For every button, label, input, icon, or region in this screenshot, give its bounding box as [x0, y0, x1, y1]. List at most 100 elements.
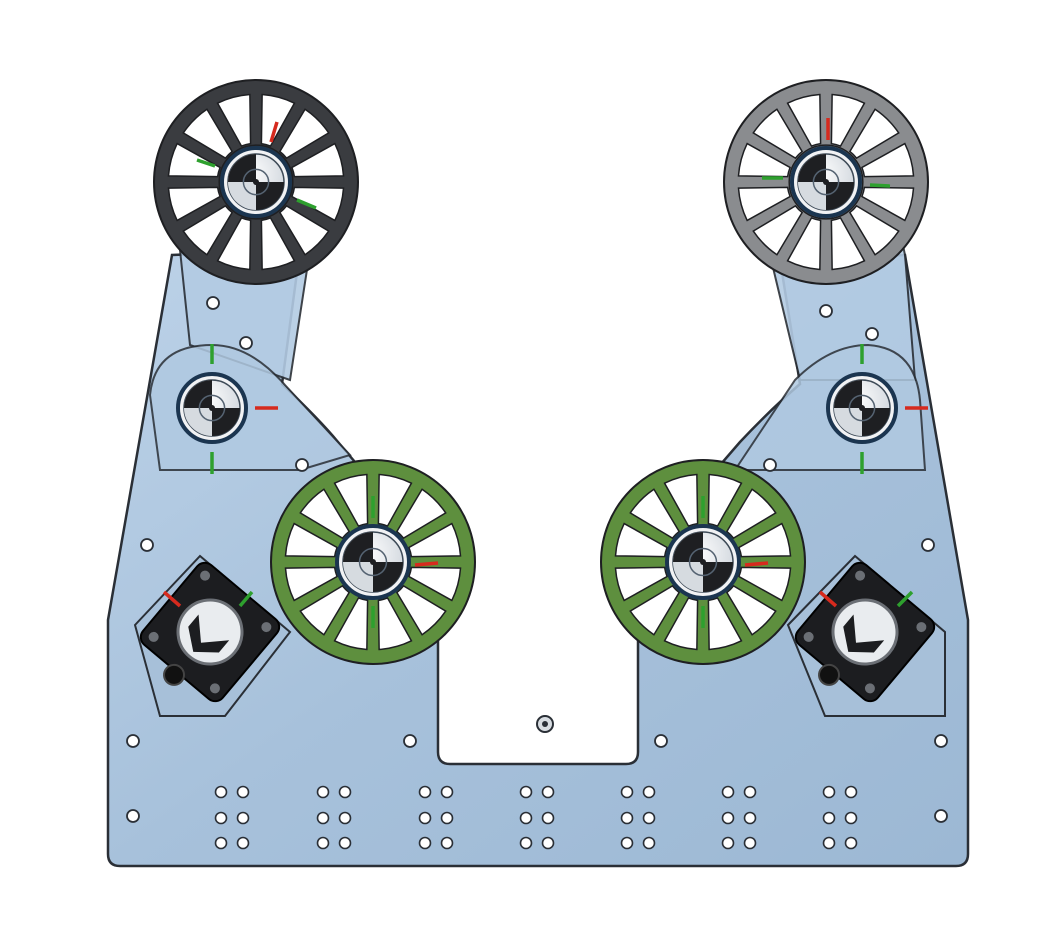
mounting-hole-icon — [844, 811, 858, 825]
mounting-hole-icon — [418, 785, 432, 799]
mounting-hole-icon — [743, 785, 757, 799]
mounting-hole-icon — [934, 734, 948, 748]
hub-quadrant — [212, 408, 240, 436]
reel-window — [377, 596, 413, 651]
reel-window — [333, 596, 369, 651]
hubs — [176, 118, 928, 628]
reel-window — [395, 584, 447, 636]
reel-window — [260, 216, 296, 271]
motor-icon — [794, 561, 936, 703]
mounting-hole-icon — [519, 811, 533, 825]
reel-window — [614, 566, 669, 602]
reel-window — [737, 566, 792, 602]
hub-bore — [812, 168, 840, 196]
mounting-hole-icon — [206, 296, 220, 310]
hub-icon — [335, 524, 411, 600]
hub-icon — [665, 524, 741, 600]
reel-window — [830, 216, 866, 271]
reel-window — [216, 93, 252, 148]
mounting-hole-icon — [403, 734, 417, 748]
motor-connector — [163, 663, 186, 686]
mounting-hole-icon — [338, 836, 352, 850]
axis-marker-icon — [196, 158, 216, 168]
mounting-hole-icon — [236, 836, 250, 850]
reel-window — [333, 473, 369, 528]
motor-screw — [864, 683, 875, 694]
mounting-hole-icon — [620, 836, 634, 850]
reel-window — [830, 93, 866, 148]
mounting-hole-icon — [316, 836, 330, 850]
mounting-hole-icon — [418, 811, 432, 825]
reel-window — [737, 522, 792, 558]
reel-window — [182, 204, 234, 256]
axis-marker-icon — [414, 561, 439, 567]
mounting-hole-icon — [214, 836, 228, 850]
mounting-hole-icon — [440, 836, 454, 850]
hub-center — [700, 559, 706, 565]
reel-window — [629, 488, 681, 540]
hub-quadrant — [343, 532, 373, 562]
hub-bore — [198, 394, 226, 422]
mounting-hole-icon — [541, 811, 555, 825]
mounting-hole-icon — [338, 785, 352, 799]
motor-shaft-icon — [188, 614, 230, 653]
reel-window — [167, 186, 222, 222]
mounting-hole-icon — [844, 785, 858, 799]
reel-window — [848, 204, 900, 256]
hub-icon — [176, 372, 248, 444]
hub-center — [209, 405, 215, 411]
axis-marker-icon — [869, 183, 891, 188]
reel-window — [860, 142, 915, 178]
mounting-hole-icon — [763, 458, 777, 472]
mounting-hole-icon — [542, 721, 548, 727]
hub-quadrant — [703, 562, 733, 592]
mounting-hole-icon — [721, 785, 735, 799]
hub-quadrant — [184, 380, 212, 408]
mounting-hole-icon — [519, 836, 533, 850]
hub-bore — [848, 394, 876, 422]
motor-screw — [200, 570, 211, 581]
axis-marker-icon — [744, 561, 769, 567]
mounting-hole-icon — [295, 458, 309, 472]
hub-quadrant — [834, 380, 862, 408]
reel-window — [707, 596, 743, 651]
reel-window — [752, 108, 804, 160]
mounting-hole-icon — [819, 304, 833, 318]
reel-window — [290, 142, 345, 178]
mounting-hole-icon — [934, 809, 948, 823]
hub-icon — [790, 146, 862, 218]
mounting-hole-icon — [865, 327, 879, 341]
hub-quadrant — [228, 154, 256, 182]
mounting-hole-icon — [721, 811, 735, 825]
mounting-hole-icon — [440, 811, 454, 825]
mounting-hole-icon — [519, 785, 533, 799]
motor-screw — [855, 570, 866, 581]
hub-icon — [220, 146, 292, 218]
reel-window — [407, 566, 462, 602]
mounting-hole-icon — [844, 836, 858, 850]
motor-screw — [261, 622, 272, 633]
mounting-hole-icon — [541, 836, 555, 850]
mounting-hole-icon — [721, 836, 735, 850]
mounting-hole-icon — [642, 785, 656, 799]
mounting-hole-icon — [822, 785, 836, 799]
mounting-hole-icon — [316, 785, 330, 799]
hub-quadrant — [373, 562, 403, 592]
reel-window — [377, 473, 413, 528]
mounting-hole-icon — [236, 811, 250, 825]
mounting-hole-icon — [822, 836, 836, 850]
reel-window — [167, 142, 222, 178]
axis-marker-icon — [238, 590, 254, 608]
reel-window — [260, 93, 296, 148]
mounting-hole-icon — [642, 811, 656, 825]
hub-center — [253, 179, 259, 185]
motor-connector — [818, 663, 841, 686]
reel-window — [663, 473, 699, 528]
motor-icon — [139, 561, 281, 703]
mounting-hole-icon — [743, 811, 757, 825]
motor-screw — [803, 631, 814, 642]
hub-quadrant — [826, 182, 854, 210]
motors — [139, 561, 936, 703]
reel-window — [299, 488, 351, 540]
axis-marker-icon — [162, 590, 182, 608]
